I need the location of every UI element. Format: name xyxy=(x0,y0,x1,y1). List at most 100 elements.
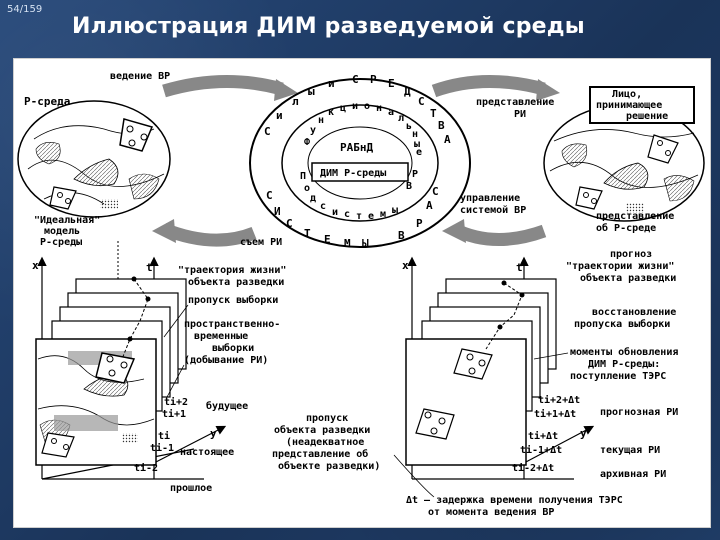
ring-letter: С xyxy=(352,73,359,86)
ring-letter: М xyxy=(344,237,351,250)
predstavlenie-arrowhead xyxy=(536,79,560,101)
ring-letter: т xyxy=(356,211,362,222)
ring-letter: о xyxy=(364,101,370,112)
ring-letter: Т xyxy=(430,107,437,120)
right-map xyxy=(543,104,705,222)
ring-letter: о xyxy=(304,183,310,194)
ring-letter: и xyxy=(276,109,283,122)
left-map xyxy=(17,100,171,218)
ring-letter: ы xyxy=(392,205,398,216)
moments-label-2: ДИМ Р-среды: xyxy=(588,359,660,370)
ring-letter: л xyxy=(292,95,299,108)
ring-letter: В xyxy=(398,229,405,242)
trajectory-label-2: объекта разведки xyxy=(188,276,284,288)
ring-letter: л xyxy=(398,113,404,124)
ring-letter: А xyxy=(444,133,451,146)
t-i-right: ti+Δt xyxy=(528,430,558,442)
ideal-model-label-3: Р-среды xyxy=(40,237,82,248)
ring-letter: ы xyxy=(308,85,315,98)
right-axis-y: y xyxy=(580,427,587,440)
footnote-line-1: Δt – задержка времени получения ТЭРС xyxy=(406,495,623,506)
ring-letter: н xyxy=(376,103,382,114)
present-label: настоящее xyxy=(180,447,234,458)
ring-letter: С xyxy=(266,189,273,202)
page-counter: 54/159 xyxy=(7,4,43,15)
ring-letter: С xyxy=(418,95,425,108)
t-im2-right: ti-2+Δt xyxy=(512,462,554,474)
ring-letter: и xyxy=(332,207,338,218)
miss-label-2: объекта разведки xyxy=(274,424,370,436)
upravlenie-arrowhead xyxy=(442,219,466,243)
ring-letter: д xyxy=(310,193,316,204)
upravlenie-label-1: управление xyxy=(460,193,520,204)
forecast-label-2: "траектории жизни" xyxy=(566,261,674,272)
left-axis-x: x xyxy=(32,259,39,272)
ring-letter: а xyxy=(388,107,394,118)
lico-box-label-2: принимающее xyxy=(596,100,662,111)
miss-label-4: представление об xyxy=(272,448,368,460)
ring-letter: и xyxy=(352,101,358,112)
ring-letter: м xyxy=(380,209,386,220)
upravlenie-arrow xyxy=(451,223,547,246)
forecast-label-3: объекта разведки xyxy=(580,272,676,284)
restore-label-1: восстановление xyxy=(592,307,676,318)
t-i-left: ti xyxy=(158,430,170,442)
diagram-panel: Р-среда "Идеальная" модель Р-среды веден… xyxy=(13,58,711,528)
lico-box-label-1: Лицо, xyxy=(612,89,642,100)
left-axis-t: t xyxy=(146,261,153,274)
t-ip2-right: ti+2+Δt xyxy=(538,394,580,406)
forecast-label-1: прогноз xyxy=(610,249,652,260)
ring-letter: С xyxy=(264,125,271,138)
ring-letter: ь xyxy=(406,121,412,132)
ring-letter: ы xyxy=(414,139,420,150)
dim-box-label: ДИМ Р-среды xyxy=(320,168,386,179)
ideal-model-label-2: модель xyxy=(44,226,80,237)
lico-box-label-3: решение xyxy=(626,111,668,122)
ring-letter: Ы xyxy=(362,237,369,250)
vedenie-arrow xyxy=(162,75,284,98)
ring-letter: н xyxy=(318,115,324,126)
siem-arrowhead xyxy=(152,219,176,243)
ring-letter: П xyxy=(300,171,306,182)
propusk-label: пропуск выборки xyxy=(188,294,278,306)
ring-letter: ц xyxy=(340,103,346,114)
archive-ri-label: архивная РИ xyxy=(600,469,666,480)
spatial-label-4: (добывание РИ) xyxy=(184,354,268,366)
ideal-model-label-1: "Идеальная" xyxy=(34,215,100,226)
footnote-line-2: от момента ведения ВР xyxy=(428,507,554,518)
predstavlenie-arrow xyxy=(431,74,546,98)
miss-note: пропуск объекта разведки (неадекватное п… xyxy=(272,413,380,472)
ring-letter: И xyxy=(274,205,281,218)
ring-letter: В xyxy=(438,119,445,132)
miss-label-3: (неадекватное xyxy=(286,437,364,448)
ring-letter: к xyxy=(328,107,334,118)
ring-letter: С xyxy=(286,217,293,230)
moments-pointer xyxy=(533,352,569,360)
right-axis-t: t xyxy=(516,261,523,274)
t-ip2-left: ti+2 xyxy=(164,396,188,408)
t-im2-left: ti-2 xyxy=(134,462,158,474)
past-label: прошлое xyxy=(170,483,212,494)
dim-diagram: Р-среда "Идеальная" модель Р-среды веден… xyxy=(17,71,705,518)
spatial-label-1: пространственно- xyxy=(184,319,280,330)
ring-letter: с xyxy=(344,209,350,220)
r-sreda-label: Р-среда xyxy=(24,95,70,108)
ring-letter: В xyxy=(406,181,412,192)
future-label: будущее xyxy=(206,400,248,412)
ring-letter: и xyxy=(328,77,335,90)
ring-letters: С и л ы и С Р Е Д С Т В А Ф у н к ц и о … xyxy=(264,73,451,250)
ring-letter: Д xyxy=(404,85,411,98)
ring-letter: Р xyxy=(416,217,423,230)
right-axis-x: x xyxy=(402,259,409,272)
ring-letter: Р xyxy=(370,73,377,86)
miss-label-5: объекте разведки) xyxy=(278,460,380,472)
spatial-pointer xyxy=(165,364,185,400)
miss-label-1: пропуск xyxy=(306,413,348,424)
siem-ri-label: съем РИ xyxy=(240,237,282,248)
left-stack xyxy=(35,241,227,480)
t-im1-left: ti-1 xyxy=(150,442,174,454)
ring-letter: С xyxy=(432,185,439,198)
ring-letter: е xyxy=(416,147,422,158)
lico-box xyxy=(589,86,695,124)
restore-label-2: пропуска выборки xyxy=(574,318,670,330)
